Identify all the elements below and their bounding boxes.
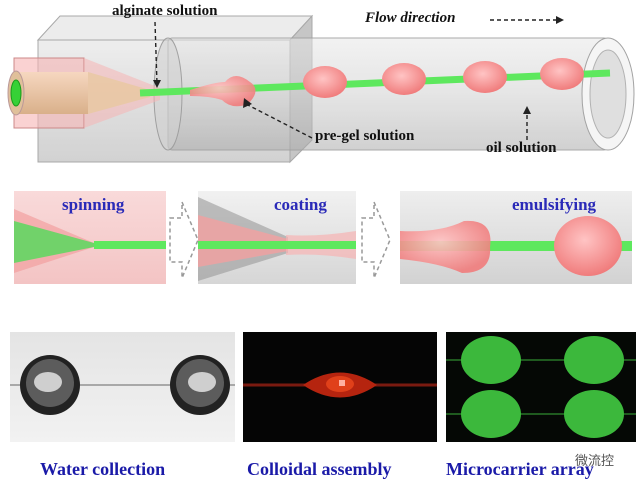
droplet: [463, 61, 507, 93]
label-alginate-solution: alginate solution: [112, 3, 218, 19]
stage-spinning-panel: spinning: [14, 191, 166, 284]
inlet-capillary: [7, 57, 160, 129]
caption-colloidal-assembly: Colloidal assembly: [247, 459, 392, 479]
pointer-alginate: [154, 21, 158, 85]
droplet: [540, 58, 584, 90]
droplet: [382, 63, 426, 95]
device-schematic: [7, 14, 635, 164]
photo-colloidal-assembly: [243, 332, 437, 442]
colloidal-assembly-image: [243, 372, 437, 398]
droplet: [303, 66, 347, 98]
photo-microcarrier-array: [446, 332, 636, 442]
device-diagram: alginate solution Flow direction pre-gel…: [0, 0, 643, 185]
microcarrier-array-image: [446, 336, 636, 438]
stage-emulsifying-panel: emulsifying: [400, 191, 632, 284]
water-collection-image: [10, 355, 235, 415]
label-pregel-solution: pre-gel solution: [315, 128, 415, 144]
watermark: 微流控: [575, 454, 615, 469]
caption-microcarrier-array: Microcarrier array: [446, 459, 594, 479]
stage-coating-panel: coating: [198, 191, 356, 284]
pointer-pregel: [245, 103, 313, 139]
spinning-illustration: [14, 209, 166, 273]
stage-label-emulsifying: emulsifying: [512, 195, 597, 214]
photo-water-collection: [10, 332, 235, 442]
label-flow-direction: Flow direction: [365, 10, 456, 26]
stage-label-coating: coating: [274, 195, 327, 214]
droplet: [190, 76, 256, 107]
stage-label-spinning: spinning: [62, 195, 125, 214]
label-oil-solution: oil solution: [486, 140, 557, 156]
caption-water-collection: Water collection: [40, 459, 166, 479]
coating-illustration: [198, 197, 356, 281]
emulsifying-illustration: [400, 216, 632, 276]
